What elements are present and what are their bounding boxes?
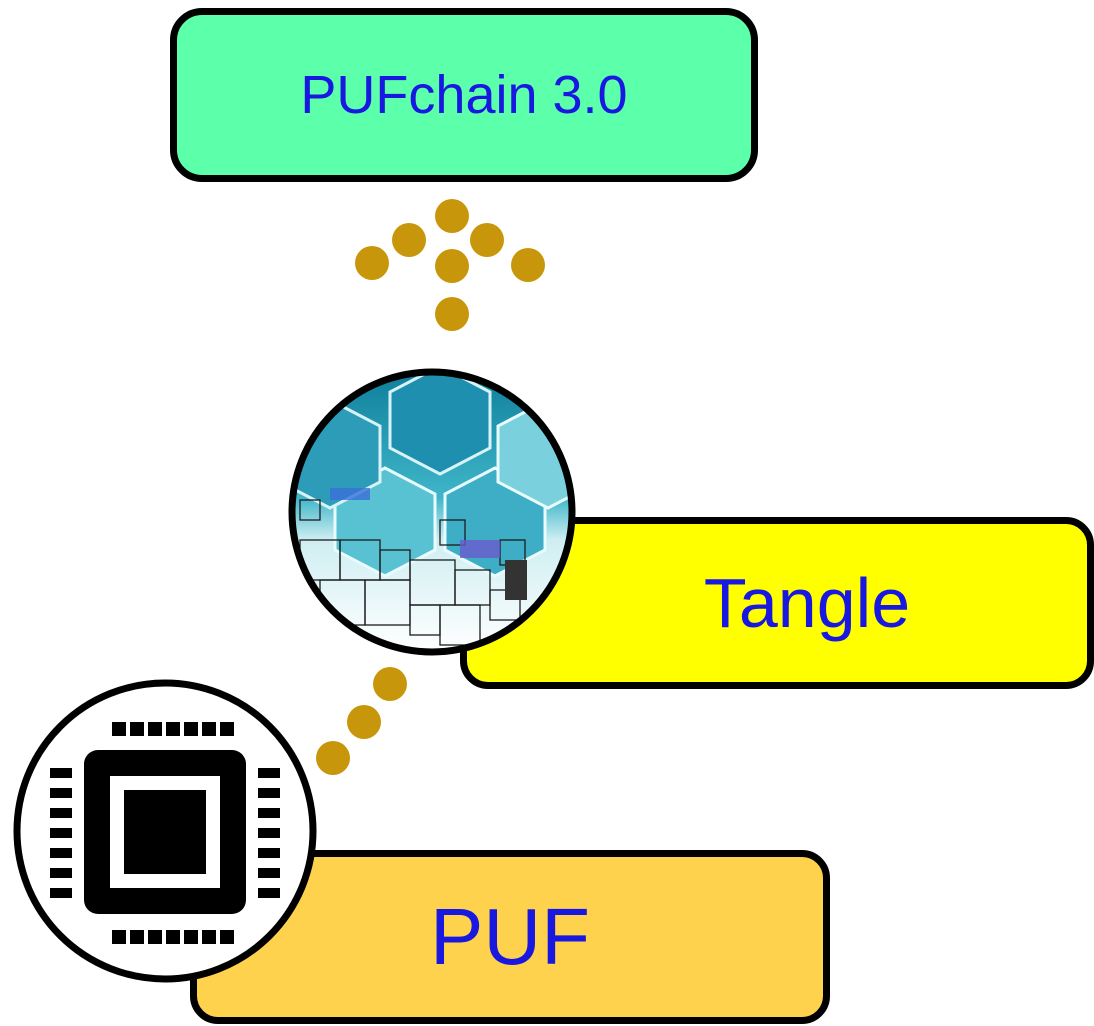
connector-dot xyxy=(347,705,381,739)
connector-dot xyxy=(392,223,426,257)
pufchain-label: PUFchain 3.0 xyxy=(300,65,628,125)
tangle-label: Tangle xyxy=(703,564,911,642)
cpu-chip-icon xyxy=(13,679,317,983)
upward-dot-arrow xyxy=(355,199,545,331)
connector-dot xyxy=(316,741,350,775)
connector-dot xyxy=(470,223,504,257)
pufchain-box: PUFchain 3.0 xyxy=(170,8,758,182)
connector-dot xyxy=(355,246,389,280)
connector-dot xyxy=(435,297,469,331)
connector-dot xyxy=(511,248,545,282)
hexagon-mosaic-image-icon xyxy=(288,368,576,656)
connector-dot xyxy=(435,249,469,283)
tangle-box: Tangle xyxy=(460,517,1094,689)
diagonal-dot-connector xyxy=(316,667,407,775)
puf-label: PUF xyxy=(430,892,590,981)
connector-dot xyxy=(373,667,407,701)
connector-dot xyxy=(435,199,469,233)
